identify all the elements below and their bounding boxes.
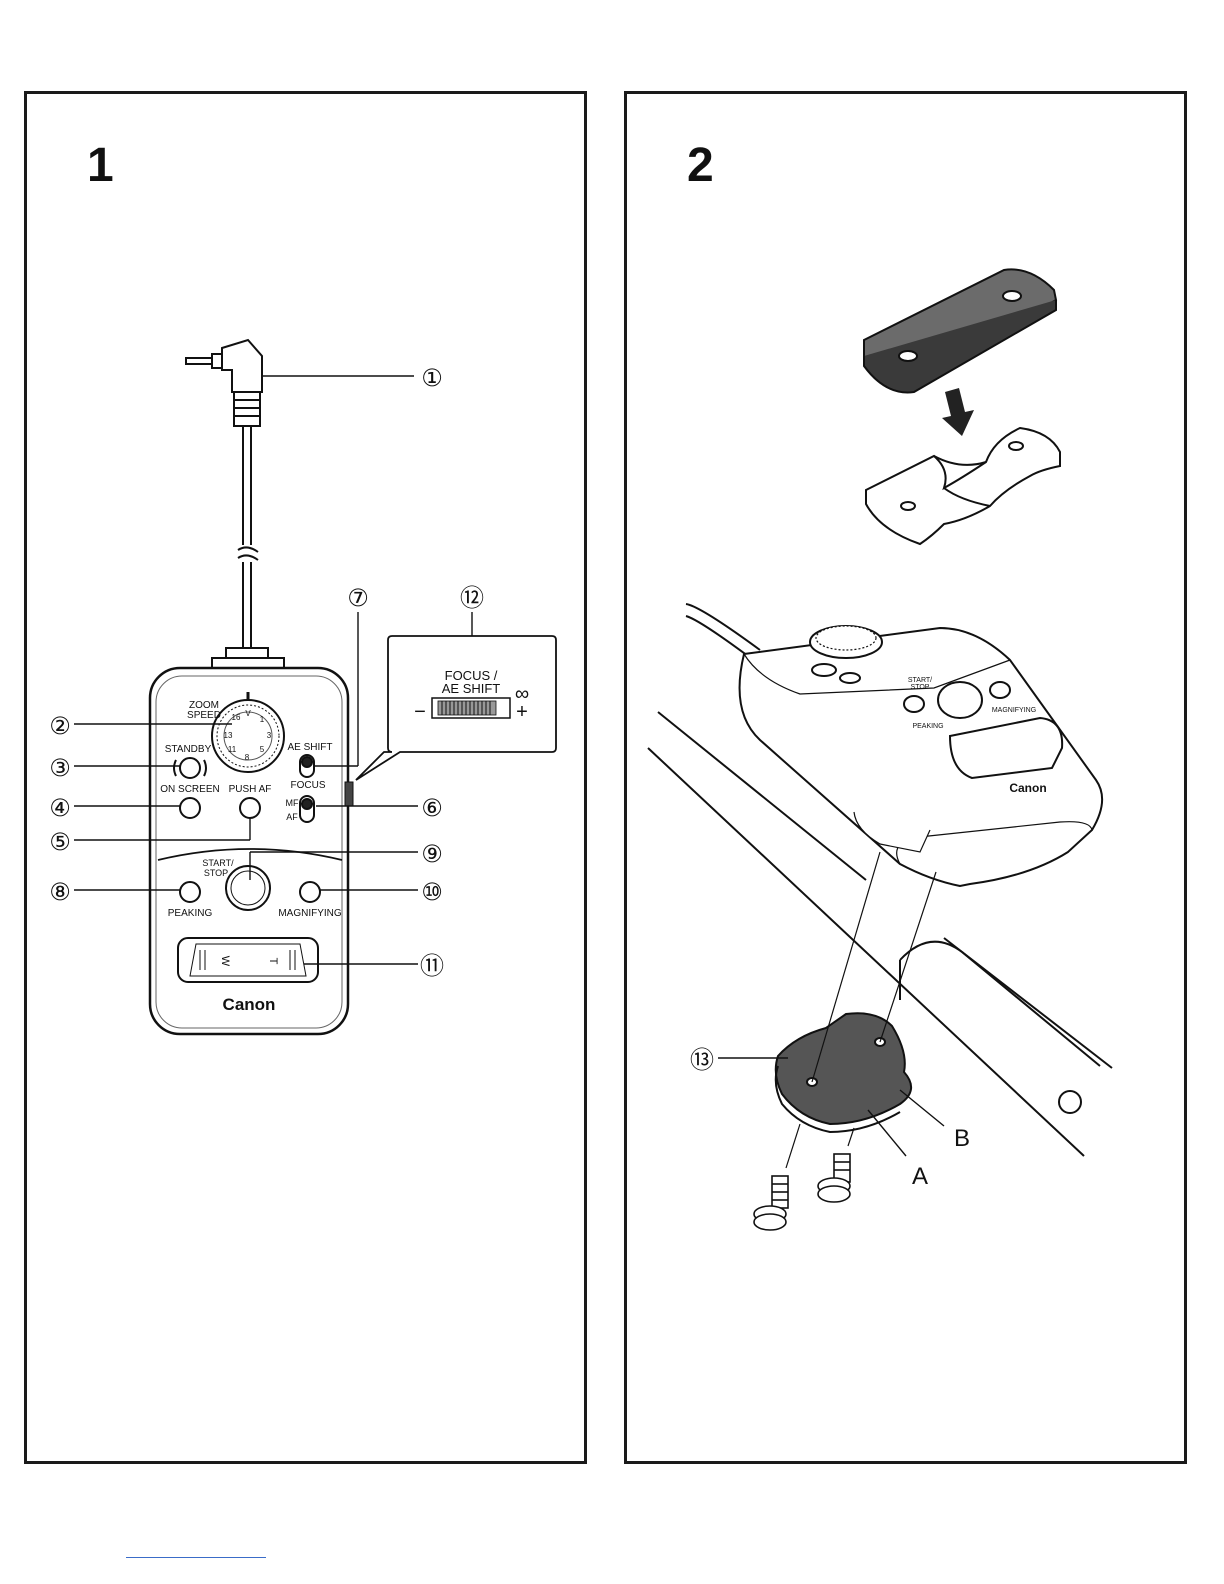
screw-2 [818,1154,850,1202]
adhesive-plate [864,269,1056,392]
callout-3: ③ [49,754,71,782]
callout-6: ⑥ [421,794,443,822]
start-stop-button[interactable] [226,866,270,910]
zoom-w-label: W [219,956,231,967]
start-stop-label-2: STOP [204,868,228,878]
down-arrow-icon [942,388,974,436]
callout-10: ⑩ [421,878,443,906]
start-stop-label: START/ [202,858,234,868]
callout-4: ④ [49,794,71,822]
dial-mark-1: 1 [260,715,265,724]
dial-mark-11: 11 [228,745,237,754]
focus-switch[interactable] [300,796,314,822]
callout-1: ① [421,364,443,392]
remote-plug-cable [186,340,284,672]
dial-mark-3: 3 [267,731,272,740]
on-screen-button[interactable] [180,798,200,818]
label-b: B [954,1125,970,1152]
callout-9: ⑨ [421,840,443,868]
push-af-button[interactable] [240,798,260,818]
standby-label: STANDBY [165,744,212,755]
peaking-button[interactable] [180,882,200,902]
ae-shift-switch[interactable] [300,755,314,777]
mf-label: MF [286,798,299,808]
peaking-label: PEAKING [168,908,213,919]
peaking-label-p2: PEAKING [912,723,943,730]
dial-mark-v: V [245,709,251,718]
magnifying-button[interactable] [300,882,320,902]
dial-mark-5: 5 [260,745,265,754]
callout-12: ⑫ [460,584,484,612]
zoom-rocker[interactable] [178,938,318,982]
inset-infinity: ∞ [515,683,529,705]
callout-13: ⑬ [690,1046,714,1074]
callout-11: ⑪ [420,952,444,980]
callout-2: ② [49,712,71,740]
focus-label: FOCUS [291,780,326,791]
callout-8: ⑧ [49,878,71,906]
screw-1 [754,1176,788,1230]
magnifying-label-p2: MAGNIFYING [992,707,1036,714]
push-af-label: PUSH AF [229,784,272,795]
zoom-t-label: T [267,958,279,965]
callout-7: ⑦ [347,584,369,612]
label-a: A [912,1163,928,1190]
inset-title-2: AE SHIFT [442,681,501,696]
af-label: AF [286,812,298,822]
footer-link-underline[interactable] [126,1557,266,1558]
dial-mark-8: 8 [245,753,250,762]
start-stop-label-p2-2: STOP [911,684,930,691]
adhesive-pad [776,1013,911,1132]
inset-minus: − [414,701,426,723]
remote-on-tripod [740,626,1103,886]
dial-mark-13: 13 [224,731,233,740]
canon-logo: Canon [223,995,276,1014]
mounting-bracket [866,428,1060,544]
canon-logo-2: Canon [1009,781,1046,795]
dial-mark-16: 16 [232,713,241,722]
screws [754,1154,850,1230]
callout-5: ⑤ [49,828,71,856]
on-screen-label: ON SCREEN [160,784,219,795]
magnifying-label: MAGNIFYING [278,908,342,919]
start-stop-label-p2: START/ [908,677,932,684]
ae-shift-label: AE SHIFT [287,742,332,753]
zoom-speed-label-2: SPEED [187,710,221,721]
